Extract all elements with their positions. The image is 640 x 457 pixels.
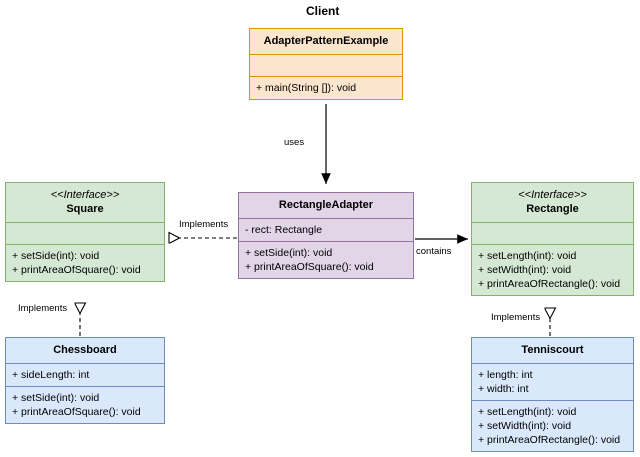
class-member: + printAreaOfSquare(): void [12, 264, 141, 276]
class-box-rectangle-adapter[interactable]: RectangleAdapter - rect: Rectangle + set… [238, 192, 414, 279]
class-attributes-tenniscourt: + length: int + width: int [472, 363, 633, 400]
edge-label-tenniscourt-implements-rectangle: Implements [489, 312, 543, 323]
class-member: + length: int [478, 369, 533, 381]
edge-label-adapter-implements-square: Implements [177, 219, 231, 230]
class-member: + printAreaOfRectangle(): void [478, 434, 621, 446]
class-member: + setSide(int): void [12, 392, 100, 404]
class-title-rectangle-adapter: RectangleAdapter [239, 193, 413, 218]
class-stereotype-square: <<Interface>> [50, 189, 120, 201]
class-name-chessboard: Chessboard [53, 344, 117, 356]
edge-label-adapter-contains-rectangle: contains [414, 246, 454, 257]
class-title-adapter-pattern-example: AdapterPatternExample [250, 29, 402, 54]
class-name-adapter-pattern-example: AdapterPatternExample [263, 35, 389, 47]
class-box-chessboard[interactable]: Chessboard + sideLength: int + setSide(i… [5, 337, 165, 424]
class-title-chessboard: Chessboard [6, 338, 164, 363]
edge-label-chessboard-implements-square: Implements [16, 303, 70, 314]
class-name-tenniscourt: Tenniscourt [521, 344, 584, 356]
class-title-rectangle: <<Interface>> Rectangle [472, 183, 633, 222]
class-member: + setWidth(int): void [478, 420, 572, 432]
class-member: + setSide(int): void [12, 250, 100, 262]
class-member: + printAreaOfRectangle(): void [478, 278, 621, 290]
class-member: + sideLength: int [12, 369, 90, 381]
class-member: + printAreaOfSquare(): void [12, 406, 141, 418]
class-name-rectangle: Rectangle [526, 203, 579, 215]
class-member: + setSide(int): void [245, 247, 333, 259]
class-title-square: <<Interface>> Square [6, 183, 164, 222]
class-methods-adapter-pattern-example: + main(String []): void [250, 76, 402, 99]
class-methods-rectangle-adapter: + setSide(int): void + printAreaOfSquare… [239, 241, 413, 278]
class-member: - rect: Rectangle [245, 224, 323, 236]
class-attributes-chessboard: + sideLength: int [6, 363, 164, 386]
class-member: + main(String []): void [256, 82, 357, 94]
class-member: + setWidth(int): void [478, 264, 572, 276]
class-attributes-rectangle-adapter: - rect: Rectangle [239, 218, 413, 241]
class-name-square: Square [66, 203, 104, 215]
class-box-square[interactable]: <<Interface>> Square + setSide(int): voi… [5, 182, 165, 282]
class-title-tenniscourt: Tenniscourt [472, 338, 633, 363]
class-member: + setLength(int): void [478, 250, 577, 262]
class-member: + width: int [478, 383, 529, 395]
class-attributes-square [6, 222, 164, 244]
edge-label-uses: uses [282, 137, 307, 148]
class-methods-tenniscourt: + setLength(int): void + setWidth(int): … [472, 400, 633, 451]
class-methods-rectangle: + setLength(int): void + setWidth(int): … [472, 244, 633, 295]
class-box-rectangle[interactable]: <<Interface>> Rectangle + setLength(int)… [471, 182, 634, 296]
class-stereotype-rectangle: <<Interface>> [518, 189, 587, 201]
class-member: + printAreaOfSquare(): void [245, 261, 374, 273]
class-name-rectangle-adapter: RectangleAdapter [278, 199, 374, 211]
client-group-label: Client [306, 4, 340, 18]
class-attributes-adapter-pattern-example [250, 54, 402, 76]
class-member: + setLength(int): void [478, 406, 577, 418]
class-box-adapter-pattern-example[interactable]: AdapterPatternExample + main(String []):… [249, 28, 403, 100]
class-attributes-rectangle [472, 222, 633, 244]
class-methods-chessboard: + setSide(int): void + printAreaOfSquare… [6, 386, 164, 423]
class-methods-square: + setSide(int): void + printAreaOfSquare… [6, 244, 164, 281]
class-box-tenniscourt[interactable]: Tenniscourt + length: int + width: int +… [471, 337, 634, 452]
